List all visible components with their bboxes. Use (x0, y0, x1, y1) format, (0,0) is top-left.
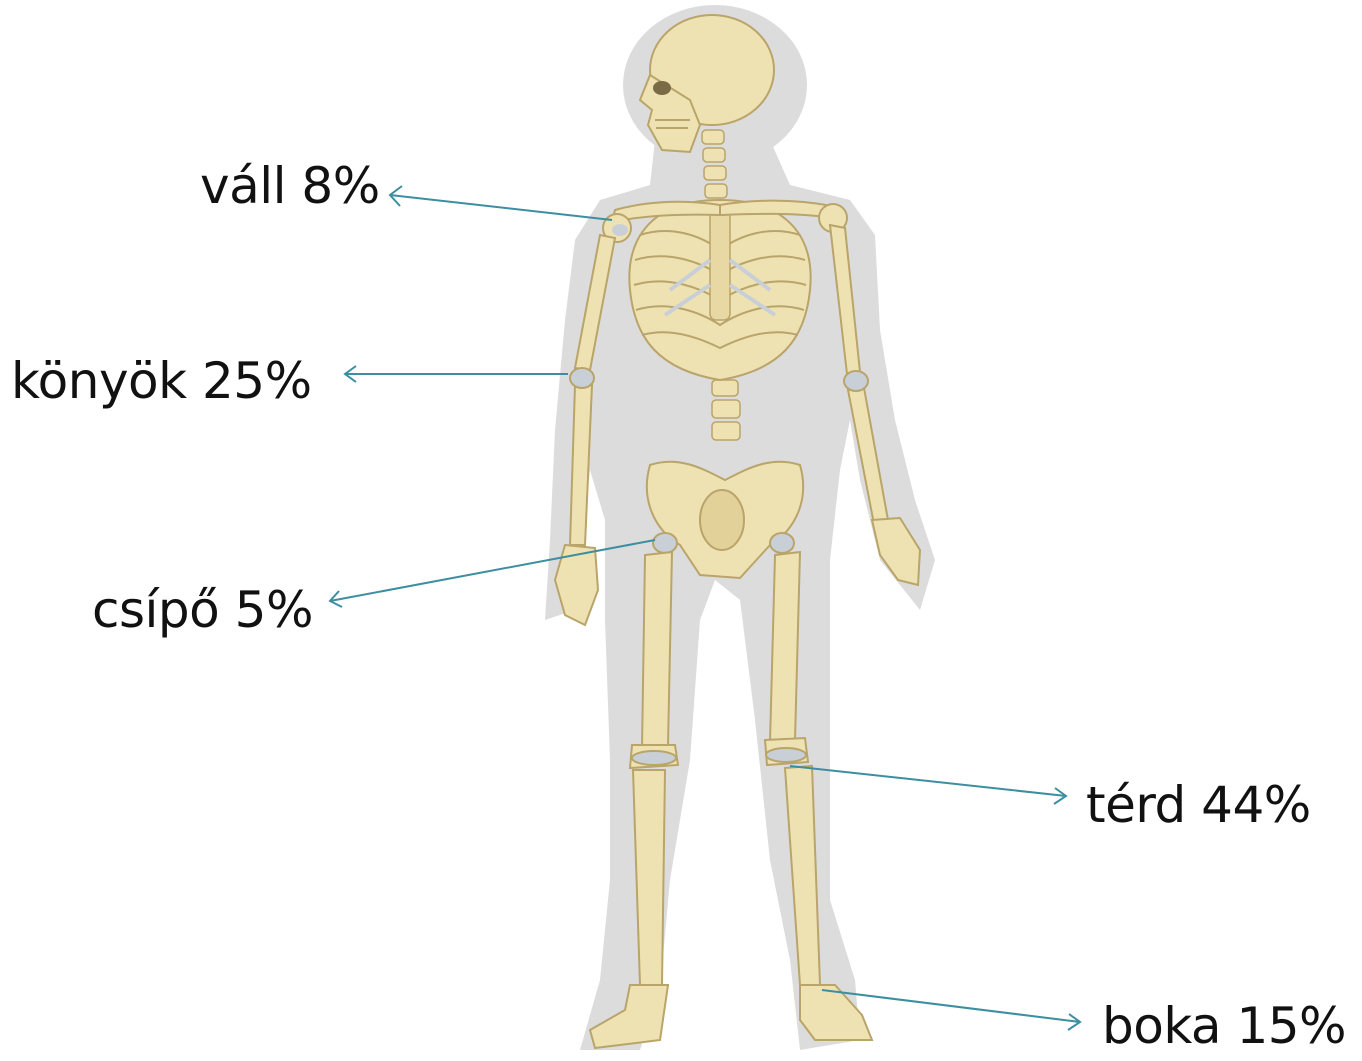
ribcage (629, 200, 810, 380)
label-ankle: boka 15% (1102, 1001, 1346, 1051)
label-shoulder: váll 8% (200, 161, 380, 211)
label-hip: csípő 5% (92, 585, 313, 635)
leader-line-knee (790, 766, 1066, 796)
label-elbow: könyök 25% (11, 356, 312, 406)
leader-line-shoulder (390, 195, 612, 220)
label-knee: térd 44% (1086, 780, 1311, 830)
